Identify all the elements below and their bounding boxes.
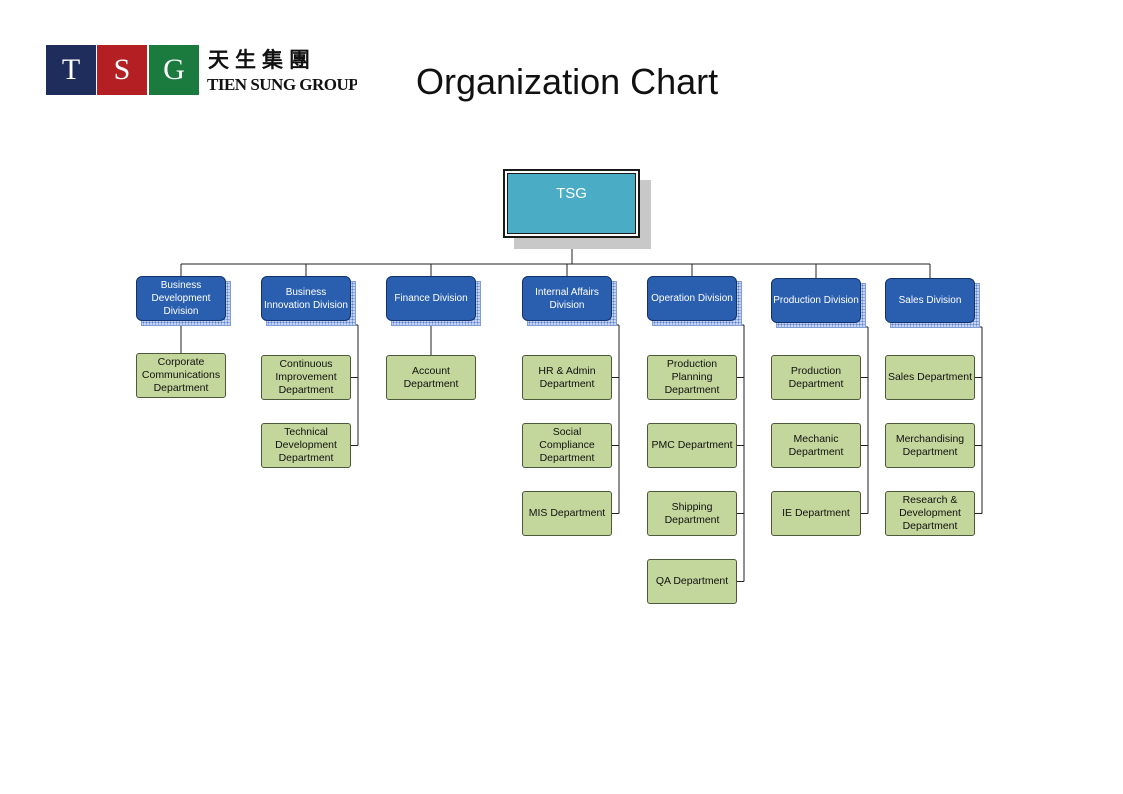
department-merchandising-department: Merchandising Department — [885, 423, 975, 468]
department-mechanic-department: Mechanic Department — [771, 423, 861, 468]
division-operation-division: Operation Division — [647, 276, 737, 321]
department-technical-development-department: Technical Development Department — [261, 423, 351, 468]
root-node: TSG — [503, 169, 640, 238]
department-production-department: Production Department — [771, 355, 861, 400]
department-qa-department: QA Department — [647, 559, 737, 604]
division-production-division: Production Division — [771, 278, 861, 323]
department-research-and-development-department: Research & Development Department — [885, 491, 975, 536]
logo-english-name: TIEN SUNG GROUP — [207, 75, 357, 94]
department-account-department: Account Department — [386, 355, 476, 400]
department-mis-department: MIS Department — [522, 491, 612, 536]
division-business-development-division: Business Development Division — [136, 276, 226, 321]
page-title: Organization Chart — [416, 61, 719, 102]
logo-letter-g: G — [149, 45, 199, 95]
division-internal-affairs-division: Internal Affairs Division — [522, 276, 612, 321]
division-business-innovation-division: Business Innovation Division — [261, 276, 351, 321]
department-production-planning-department: Production Planning Department — [647, 355, 737, 400]
logo-letter-t: T — [46, 45, 96, 95]
logo-letter-s: S — [97, 45, 147, 95]
division-finance-division: Finance Division — [386, 276, 476, 321]
department-ie-department: IE Department — [771, 491, 861, 536]
department-shipping-department: Shipping Department — [647, 491, 737, 536]
department-hr-and-admin-department: HR & Admin Department — [522, 355, 612, 400]
logo-chinese-name: 天生集團 — [208, 47, 316, 72]
department-pmc-department: PMC Department — [647, 423, 737, 468]
department-continuous-improvement-department: Continuous Improvement Department — [261, 355, 351, 400]
department-sales-department: Sales Department — [885, 355, 975, 400]
division-sales-division: Sales Division — [885, 278, 975, 323]
department-corporate-communications-department: Corporate Communications Department — [136, 353, 226, 398]
department-social-compliance-department: Social Compliance Department — [522, 423, 612, 468]
